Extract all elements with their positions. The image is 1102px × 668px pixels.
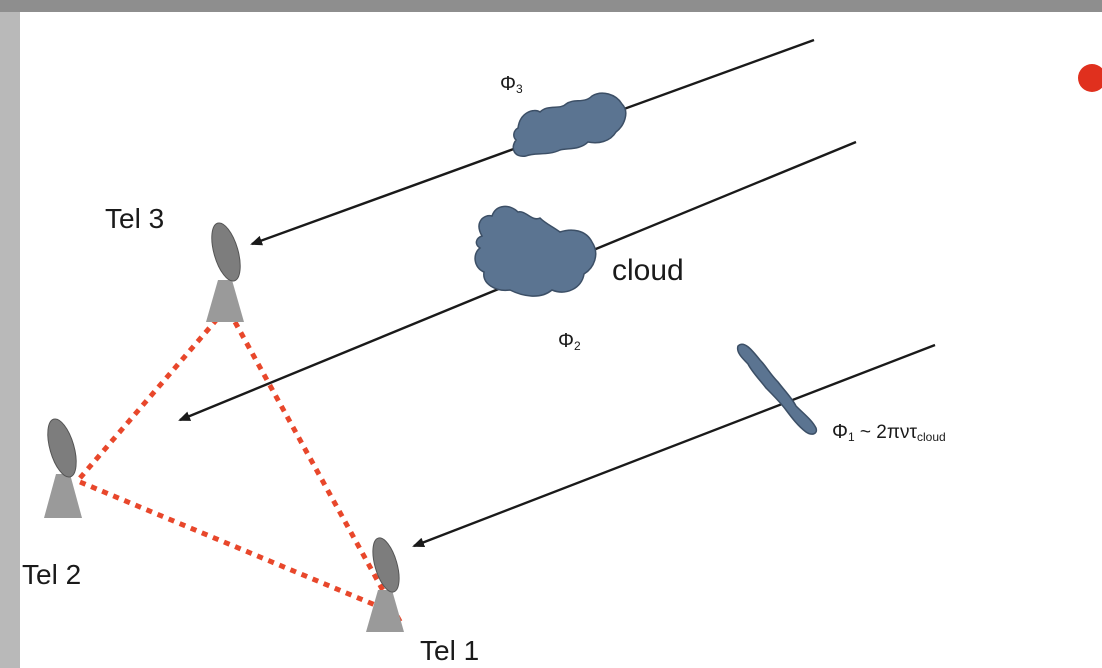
phase-subscript: 1	[848, 430, 855, 444]
phase-subscript: 2	[574, 339, 581, 353]
telescope-dish	[211, 222, 241, 282]
phase-symbol: Φ	[500, 73, 516, 95]
cloud-phi3	[512, 92, 627, 157]
phase-symbol: Φ	[558, 330, 574, 352]
telescope-base	[366, 590, 404, 632]
cloud-phi1	[736, 343, 818, 435]
phase-phi1-label: Φ1 ~ 2πντcloud	[832, 421, 946, 444]
telescope-tel2	[44, 418, 82, 518]
telescope-tel1	[366, 537, 404, 632]
phase-expression-subscript: cloud	[917, 430, 946, 444]
telescope-dish	[372, 537, 400, 593]
top-frame-bar	[0, 0, 1102, 12]
tel1-label: Tel 1	[420, 635, 479, 666]
bullet-dot	[1078, 64, 1102, 92]
cloud-label: cloud	[612, 254, 684, 287]
telescope-tel3	[206, 222, 244, 322]
baseline-tel3-tel1	[232, 320, 405, 627]
left-frame-bar	[0, 12, 20, 668]
tel2-label: Tel 2	[22, 559, 81, 590]
baseline-tel2-tel3	[78, 316, 220, 480]
phase-subscript: 3	[516, 82, 523, 96]
baseline-triangle	[78, 316, 405, 627]
tel3-label: Tel 3	[105, 203, 164, 234]
cloud-phi2	[474, 205, 597, 297]
phase-symbol: Φ	[832, 421, 848, 443]
telescope-base	[206, 280, 244, 322]
phase-expression: ~ 2πντ	[855, 422, 918, 443]
ray-to-tel1	[412, 343, 936, 548]
phase-phi3-label: Φ3	[500, 73, 523, 96]
phase-phi2-label: Φ2	[558, 330, 581, 353]
baseline-tel2-tel1	[79, 479, 393, 615]
telescope-base	[44, 474, 82, 518]
telescope-dish	[47, 418, 77, 478]
